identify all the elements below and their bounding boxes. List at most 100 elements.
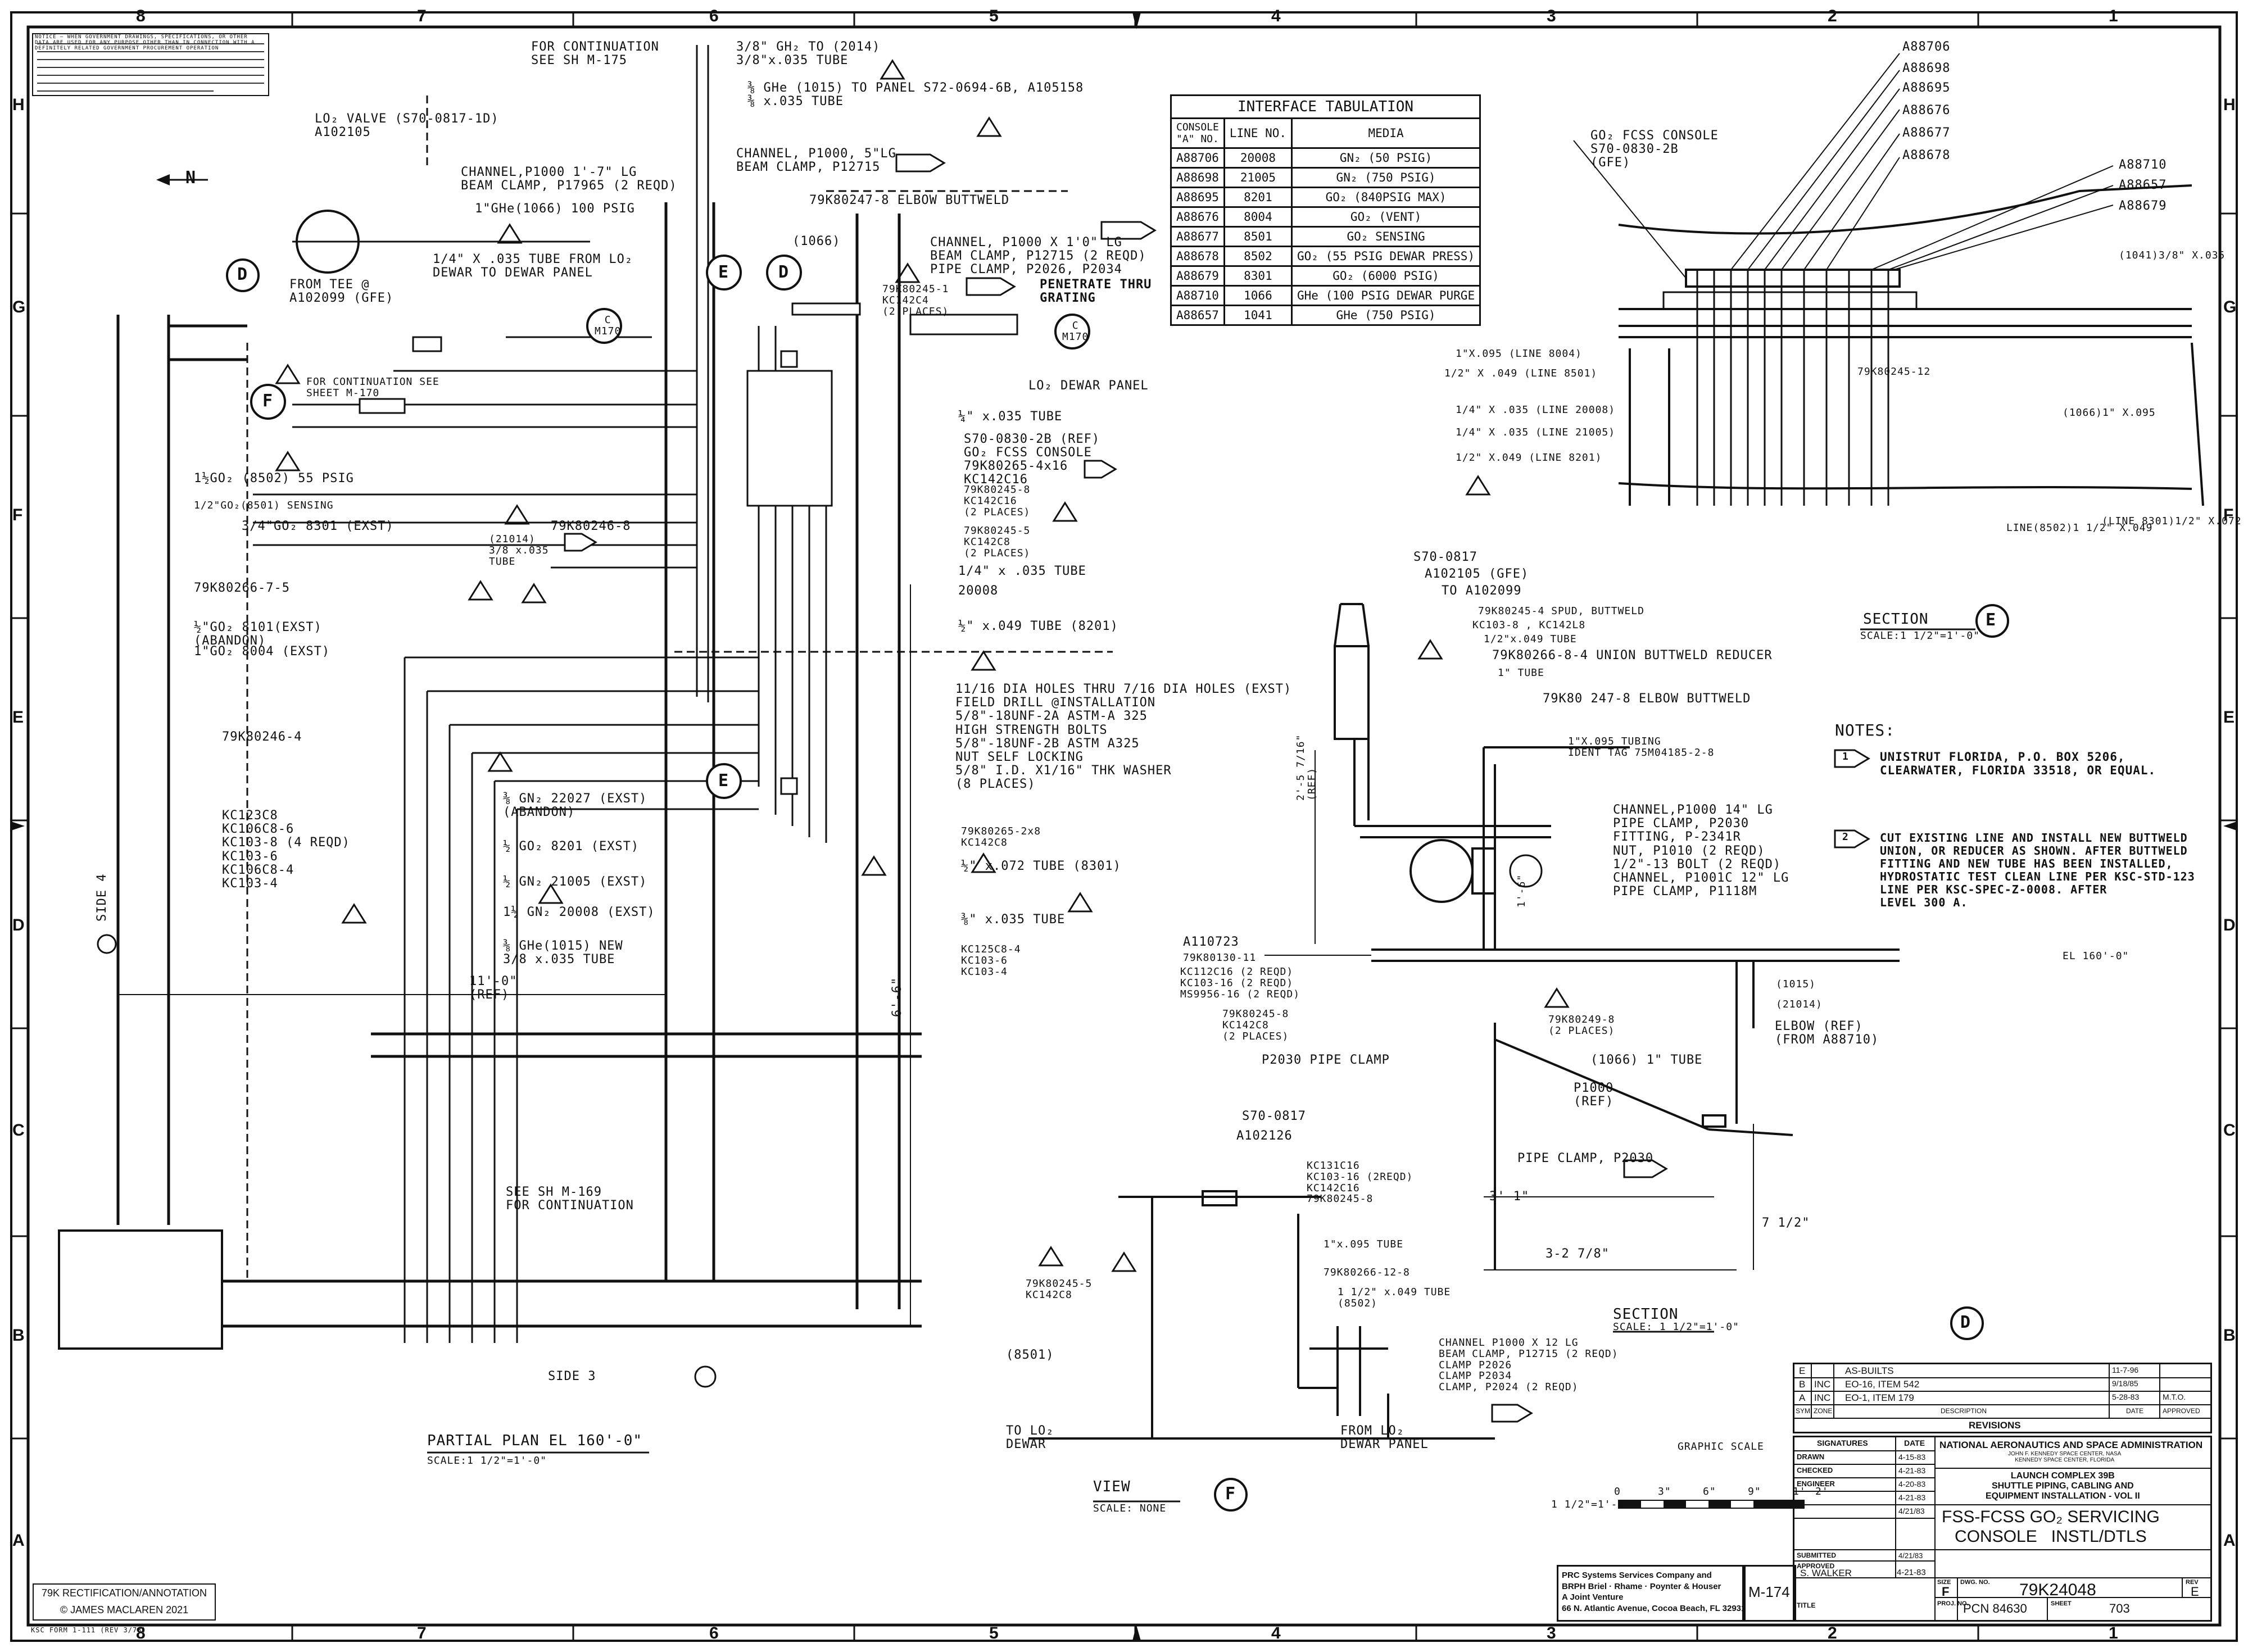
- label-79k80265-4x16: 79K80265-4x16 KC142C16: [964, 459, 1068, 487]
- note-2-number: 2: [1842, 831, 1849, 843]
- label-go2-8502: 1½GO₂ (8502) 55 PSIG: [194, 471, 354, 485]
- graphic-scale-tick: 3": [1658, 1486, 1671, 1497]
- rev-a-zone: INC: [1814, 1392, 1831, 1403]
- cell-media: GO₂ (840PSIG MAX): [1291, 187, 1481, 208]
- revisions-title: REVISIONS: [1969, 1420, 2021, 1431]
- label-side-3: SIDE 3: [548, 1369, 596, 1383]
- sd-1066-tube: (1066) 1" TUBE: [1590, 1053, 1703, 1067]
- vf-s70-0817: S70-0817: [1242, 1109, 1306, 1123]
- rev-b-date: 9/18/85: [2112, 1379, 2138, 1388]
- zone-top-3: 3: [1547, 7, 1556, 25]
- section-e-8301: (LINE 8301)1/2" X.072: [2102, 515, 2242, 527]
- zone-bottom-2: 2: [1828, 1624, 1837, 1642]
- sd-pipe-clamp-p2030: PIPE CLAMP, P2030: [1517, 1151, 1654, 1165]
- tb-sheet: 703: [2109, 1601, 2130, 1615]
- zone-side-right-D: D: [2223, 916, 2236, 934]
- balloon-section-d: D: [1960, 1313, 1971, 1332]
- cell-media: GHe (750 PSIG): [1291, 305, 1481, 326]
- section-e-1066: (1066)1" X.095: [2063, 407, 2156, 419]
- tb-approved-lbl: APPROVED: [1797, 1562, 1835, 1570]
- tb-sign4-date: 4-21-83: [1898, 1493, 1926, 1502]
- label-79k80245-5: 79K80245-5 KC142C8 (2 PLACES): [964, 525, 1031, 559]
- label-quarter-tube-dewar: 1/4" X .035 TUBE FROM LO₂ DEWAR TO DEWAR…: [433, 252, 633, 280]
- label-channel-p1000-beam-clamp: CHANNEL,P1000 1'-7" LG BEAM CLAMP, P1796…: [461, 165, 677, 193]
- inner-border: [26, 25, 2222, 1627]
- label-side-4: SIDE 4: [95, 873, 109, 922]
- tag-a88710: A88710: [2119, 158, 2167, 172]
- tag-a88679: A88679: [2119, 199, 2167, 213]
- revision-triangles: [275, 59, 1570, 1272]
- zone-bottom-3: 3: [1547, 1624, 1556, 1642]
- rev-a-desc: EO-1, ITEM 179: [1845, 1392, 1914, 1403]
- tb-checked-date: 4-21-83: [1898, 1466, 1926, 1475]
- label-lo2-valve: LO₂ VALVE (S70-0817-1D) A102105: [315, 112, 499, 140]
- tb-rev-lbl: REV: [2186, 1579, 2199, 1586]
- sd-1-095-tubing: 1"X.095 TUBING IDENT TAG 75M04185-2-8: [1568, 736, 1715, 759]
- balloon-d-2: D: [778, 262, 790, 282]
- section-e-line-21005: 1/4" X .035 (LINE 21005): [1456, 426, 1616, 438]
- zone-side-C: C: [12, 1121, 25, 1140]
- cell-media: GO₂ (6000 PSIG): [1291, 265, 1481, 287]
- balloon-view-f: F: [1225, 1484, 1236, 1504]
- tag-a88698: A88698: [1902, 61, 1951, 75]
- firm-text: PRC Systems Services Company and BRPH Br…: [1562, 1571, 1746, 1613]
- zone-top-4: 4: [1271, 7, 1281, 25]
- balloon-c-m170: C M170: [595, 314, 622, 337]
- tag-a88706: A88706: [1902, 40, 1951, 54]
- zone-bottom-8: 8: [136, 1624, 146, 1642]
- graphic-scale-ratio: 1 1/2"=1'-0": [1551, 1499, 1631, 1510]
- graphic-scale-tick: 0: [1614, 1486, 1621, 1497]
- section-e-1041: (1041)3/8" X.035: [2119, 249, 2226, 261]
- label-dia-holes-bolts: 11/16 DIA HOLES THRU 7/16 DIA HOLES (EXS…: [955, 682, 1292, 792]
- note-flags: [564, 153, 1870, 1423]
- label-half-049-8201: ½" x.049 TUBE (8201): [958, 619, 1118, 633]
- sd-elbow-ref: ELBOW (REF) (FROM A88710): [1775, 1019, 1879, 1047]
- label-quarter-035-tube: ¼" x.035 TUBE: [958, 410, 1063, 424]
- label-ghe-1015: ⅜ GHe(1015) NEW 3/8 x.035 TUBE: [503, 939, 623, 967]
- graphic-scale-title: GRAPHIC SCALE: [1678, 1441, 1764, 1453]
- label-ghe-1066: 1"GHe(1066) 100 PSIG: [475, 202, 635, 216]
- title-block: SIGNATURES DATE DRAWN 4-15-83 CHECKED 4-…: [1793, 1436, 2212, 1622]
- sd-79k80130-11: 79K80130-11: [1183, 952, 1257, 964]
- stamp-line-2: © JAMES MACLAREN 2021: [60, 1604, 189, 1615]
- tag-a88695: A88695: [1902, 81, 1951, 95]
- rev-a-sym: A: [1799, 1392, 1806, 1403]
- zone-side-A: A: [12, 1531, 25, 1550]
- zone-top-7: 7: [417, 7, 427, 25]
- balloon-c-m170-2: C M170: [1062, 320, 1089, 343]
- rectification-stamp: 79K RECTIFICATION/ANNOTATION © JAMES MAC…: [33, 1583, 216, 1621]
- label-kc125c8: KC125C8-4 KC103-6 KC103-4: [961, 943, 1021, 978]
- partial-plan-title: PARTIAL PLAN EL 160'-0": [427, 1432, 643, 1449]
- label-79k80266: 79K80266-7-5: [194, 581, 290, 595]
- rev-a-date: 5-28-83: [2112, 1392, 2140, 1401]
- cell-console: A88695: [1170, 187, 1225, 208]
- section-e-79k80245-12: 79K80245-12: [1857, 366, 1931, 378]
- zone-top-5: 5: [989, 7, 999, 25]
- sheet-ref-block: M-174: [1742, 1565, 1796, 1622]
- zone-side-right-E: E: [2223, 708, 2235, 727]
- label-see-m169: SEE SH M-169 FOR CONTINUATION: [506, 1185, 634, 1213]
- tb-pcn: PCN 84630: [1963, 1601, 2027, 1615]
- section-e-line-8201: 1/2" X.049 (LINE 8201): [1456, 452, 1602, 464]
- sd-79k80249-8: 79K80249-8 (2 PLACES): [1548, 1014, 1615, 1037]
- form-number: KSC FORM 1-111 (REV 3/78): [31, 1626, 147, 1634]
- label-gn2-22027: ⅜ GN₂ 22027 (EXST) (ABANDON): [503, 792, 647, 820]
- label-gn2-20008: 1½ GN₂ 20008 (EXST): [503, 905, 655, 919]
- label-go2-8501: 1/2"GO₂(8501) SENSING: [194, 500, 334, 511]
- rev-a-approved: M.T.O.: [2163, 1392, 2186, 1401]
- vf-1-095-tube: 1"x.095 TUBE: [1324, 1238, 1404, 1250]
- sd-1015: (1015): [1776, 978, 1816, 990]
- tb-approved-date: 4-21-83: [1897, 1568, 1926, 1577]
- vf-79k80245-5: 79K80245-5 KC142C8: [1026, 1278, 1093, 1301]
- label-1066: (1066): [792, 234, 841, 248]
- cell-media: GN₂ (50 PSIG): [1291, 147, 1481, 169]
- zone-top-8: 8: [136, 7, 146, 25]
- label-79k80245-1: 79K80245-1 KC142C4 (2 PLACES): [882, 283, 949, 317]
- label-gn2-21005: ½ GN₂ 21005 (EXST): [503, 875, 647, 889]
